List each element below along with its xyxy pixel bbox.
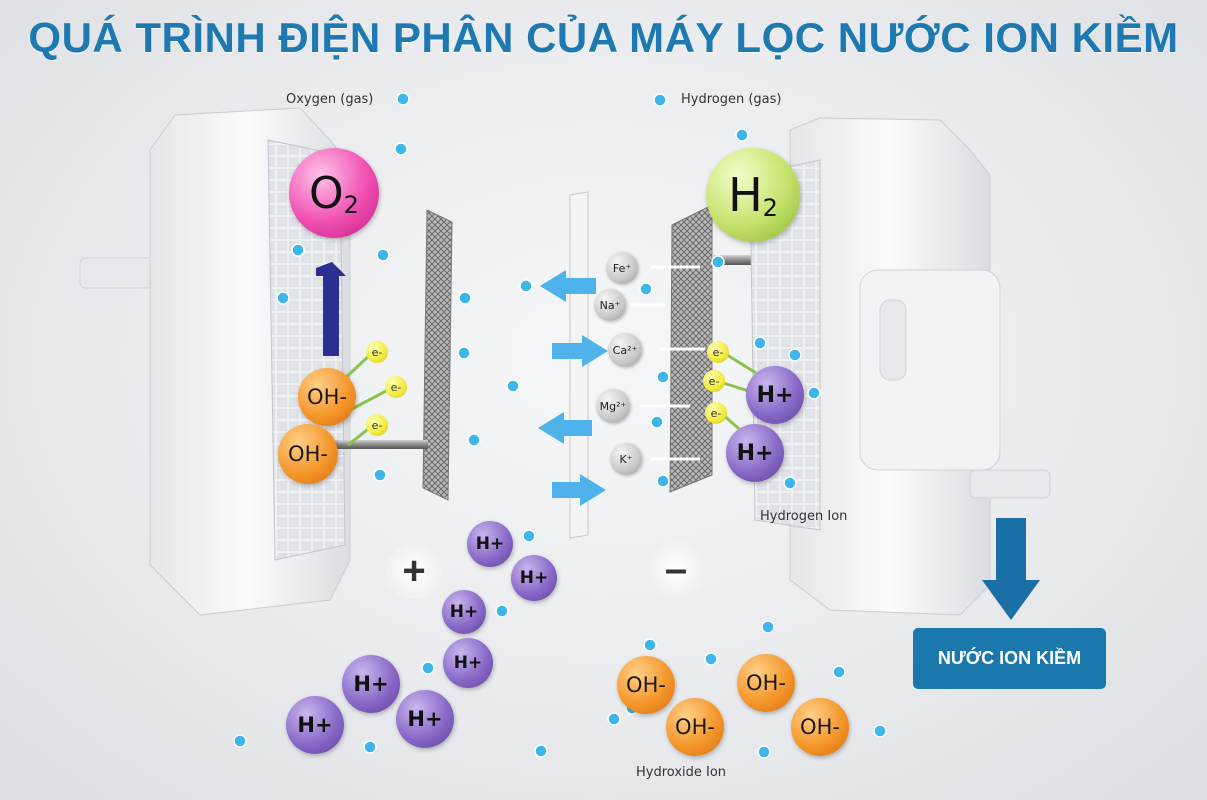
hydrogen-ion-label: Hydrogen Ion [760,509,847,524]
anode-oh-ion: OH- [278,424,338,484]
o2-subscript: 2 [344,191,359,219]
right-pipe [970,470,1050,498]
ion-label: H+ [454,653,482,673]
cathode-h-ion: H+ [746,366,804,424]
negative-sign: – [648,541,704,597]
ion-label: H+ [520,568,548,588]
output-arrow-icon [982,518,1040,620]
mineral-k: K⁺ [610,443,642,475]
ion-label: H+ [407,707,442,731]
ion-label: H+ [737,441,774,466]
positive-sign: + [386,543,442,599]
electron-label: e- [391,381,402,394]
acid-h-ion: H+ [342,655,400,713]
acid-h-ion: H+ [467,521,513,567]
left-pipe [80,258,160,288]
ion-label: H+ [757,383,794,408]
ion-label: H+ [297,713,332,737]
electron-label: e- [713,346,724,359]
h2-letter: H [728,168,763,222]
hydroxide-ion-label: Hydroxide Ion [636,765,726,780]
electron: e- [366,414,388,436]
mineral-label: Ca²⁺ [613,344,638,357]
mineral-na: Na⁺ [594,289,626,321]
acid-h-ion: H+ [396,690,454,748]
mineral-mg: Mg²⁺ [596,389,630,423]
ion-label: OH- [746,671,786,695]
anode-oh-ion: OH- [298,368,356,426]
mineral-fe: Fe⁺ [606,252,638,284]
anode-mesh [423,210,452,500]
electron-label: e- [709,375,720,388]
ion-label: OH- [675,715,715,739]
mineral-label: K⁺ [619,453,632,466]
minus-label: – [665,547,687,592]
oxygen-gas-label: Oxygen (gas) [286,92,373,107]
electron-label: e- [711,407,722,420]
acid-h-ion: H+ [443,638,493,688]
electron: e- [385,376,407,398]
h2-subscript: 2 [763,194,778,222]
mineral-label: Na⁺ [600,299,621,312]
alkaline-oh-ion: OH- [791,698,849,756]
mineral-label: Fe⁺ [613,262,631,275]
electron: e- [705,402,727,424]
ion-label: H+ [450,602,478,622]
electron: e- [703,370,725,392]
acid-h-ion: H+ [511,555,557,601]
plus-label: + [402,549,425,594]
alkaline-oh-ion: OH- [737,654,795,712]
hydrogen-gas-label: Hydrogen (gas) [681,92,782,107]
ion-label: OH- [307,385,347,409]
mineral-ca: Ca²⁺ [608,333,642,367]
ion-label: OH- [800,715,840,739]
anode-rod [330,440,428,449]
o2-letter: O [309,168,344,219]
alkaline-oh-ion: OH- [666,698,724,756]
mineral-label: Mg²⁺ [600,400,627,413]
alkaline-oh-ion: OH- [617,656,675,714]
cathode-h-ion: H+ [726,424,784,482]
acid-h-ion: H+ [442,590,486,634]
electron-label: e- [372,346,383,359]
ion-label: OH- [626,673,666,697]
electron: e- [366,341,388,363]
electron-label: e- [372,419,383,432]
electron: e- [707,341,729,363]
ion-label: OH- [288,442,328,466]
ion-label: H+ [476,534,504,554]
alkaline-water-badge: NƯỚC ION KIỀM [913,628,1106,689]
ion-label: H+ [353,672,388,696]
acid-h-ion: H+ [286,696,344,754]
